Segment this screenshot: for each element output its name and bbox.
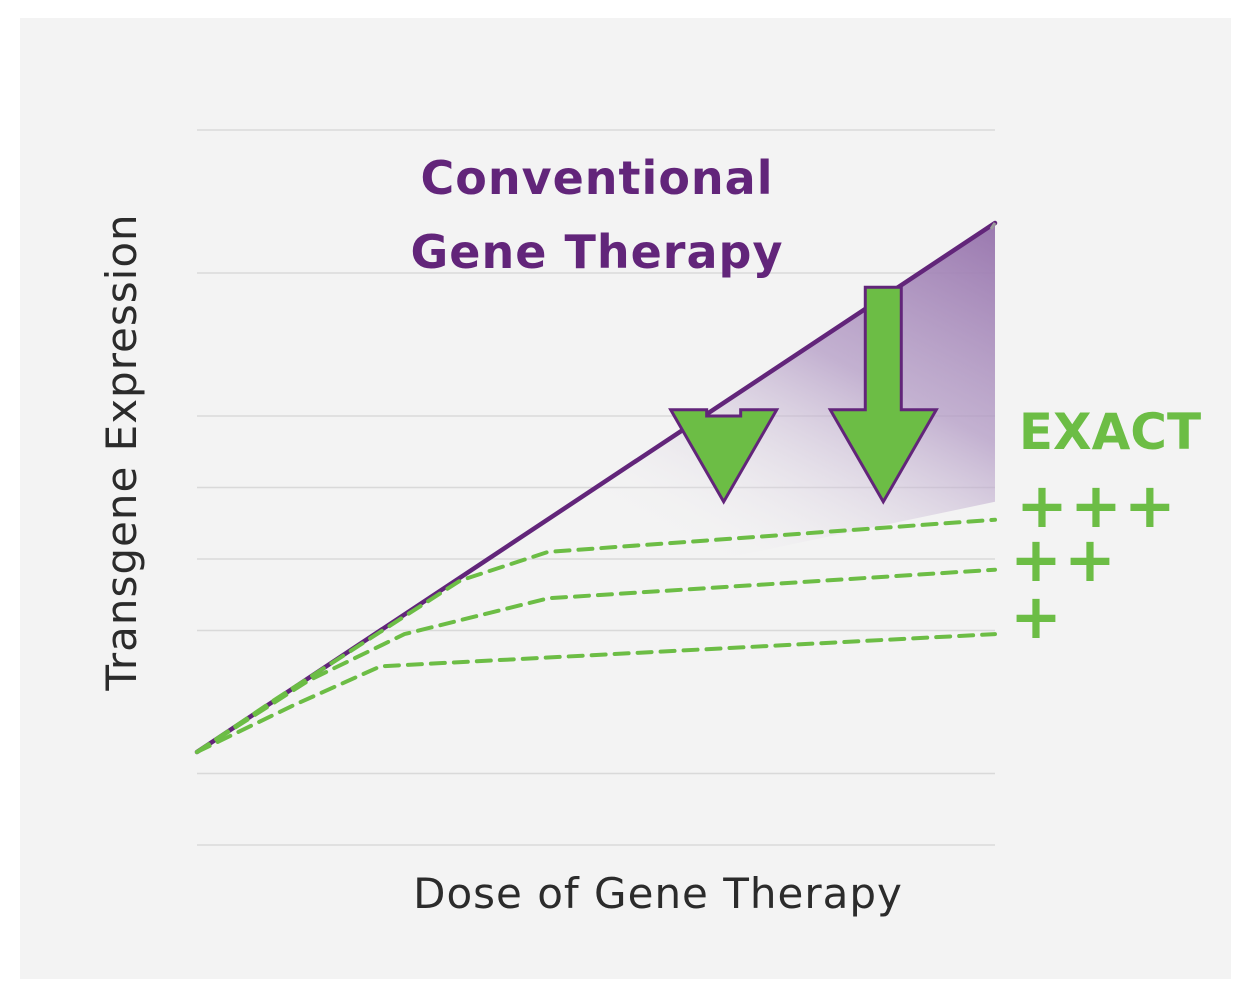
conventional-title-line2: Gene Therapy [411, 225, 784, 279]
down-arrow-2 [827, 285, 939, 505]
down-arrow-1 [668, 408, 780, 505]
exact-title: EXACT [1019, 403, 1201, 461]
exact-dashed-line-1 [195, 517, 997, 754]
conventional-line-tip [989, 222, 997, 230]
conventional-title-line1: Conventional [421, 151, 774, 205]
exact-dashed-line-2 [195, 567, 997, 754]
series-lines [194, 220, 998, 755]
grid-lines [197, 129, 995, 846]
exact-dashed-line-3 [195, 632, 997, 754]
y-axis-label: Transgene Expression [97, 213, 146, 691]
reduction-arrows [668, 285, 939, 505]
series-label-medium: ++ [1010, 523, 1118, 596]
x-axis-label: Dose of Gene Therapy [413, 869, 903, 918]
series-label-low: + [1010, 580, 1064, 653]
series-label-high: +++ [1016, 469, 1178, 542]
